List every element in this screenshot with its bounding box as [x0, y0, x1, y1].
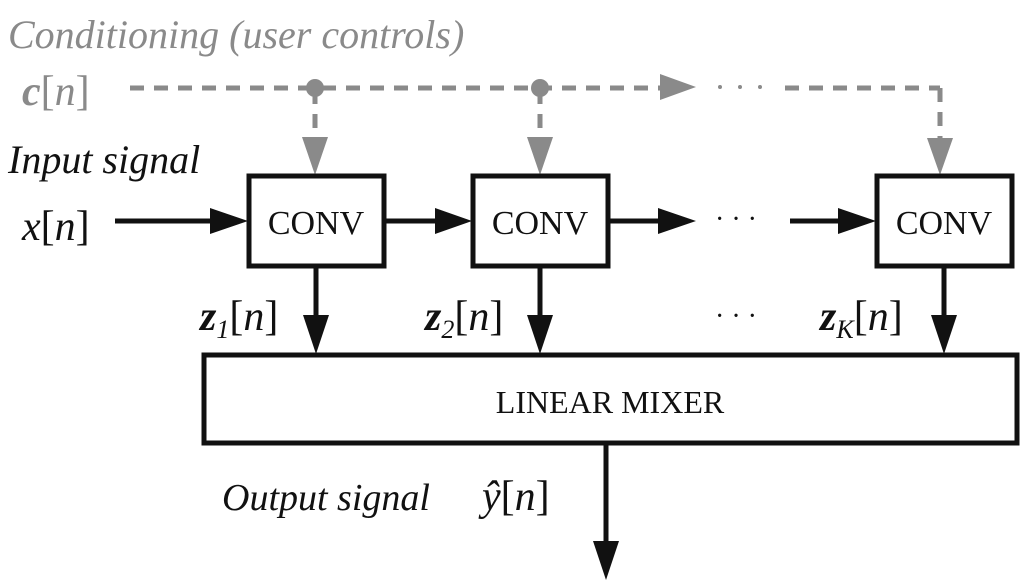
z1-label: z1[n] [198, 294, 278, 344]
z2-close: ] [489, 294, 503, 340]
linear-mixer-label: LINEAR MIXER [496, 384, 725, 420]
conv-block-k: CONV [874, 173, 1015, 269]
output-title: Output signal [222, 477, 430, 519]
conv-output-lines [313, 268, 947, 318]
z2-var: n [468, 294, 489, 340]
linear-mixer-block: LINEAR MIXER [201, 352, 1020, 446]
cond-open: [ [41, 69, 55, 115]
zk-base: z [818, 294, 837, 340]
z1-var: n [243, 294, 264, 340]
arrow-into-conv-k-icon [838, 208, 876, 234]
zk-close: ] [889, 294, 903, 340]
arrow-z2-icon [527, 315, 553, 354]
output-var: n [515, 474, 536, 520]
conditioning-arrow-down-k-icon [927, 138, 953, 175]
z1-open: [ [229, 294, 243, 340]
input-close: ] [76, 204, 90, 250]
outputs-ellipsis: · · · [715, 301, 757, 332]
output-signal-label: ŷ[n] [478, 474, 550, 520]
zk-label: zK[n] [818, 294, 903, 344]
zk-open: [ [854, 294, 868, 340]
zk-sub: K [835, 315, 855, 344]
arrow-into-conv-2-icon [435, 208, 472, 234]
input-signal-label: x[n] [21, 204, 90, 250]
conv-chain-ellipsis: · · · [715, 204, 757, 235]
z2-open: [ [454, 294, 468, 340]
conv-label: CONV [492, 205, 589, 242]
cond-var: n [55, 69, 76, 115]
conv-block-2: CONV [470, 173, 611, 269]
z2-label: z2[n] [423, 294, 503, 344]
conditioning-bus-ellipsis [718, 85, 762, 89]
input-var: n [55, 204, 76, 250]
output-close: ] [536, 474, 550, 520]
conv-block-1: CONV [246, 173, 387, 269]
arrow-to-ellipsis-icon [658, 208, 696, 234]
conditioning-arrow-right-icon [660, 74, 696, 100]
z1-base: z [198, 294, 217, 340]
arrow-z1-icon [303, 315, 329, 354]
junction-dot-1 [306, 79, 324, 97]
cond-base: c [22, 69, 41, 115]
junction-dot-2 [531, 79, 549, 97]
z1-close: ] [264, 294, 278, 340]
conv-label: CONV [268, 205, 365, 242]
output-arrow-icon [593, 541, 619, 580]
input-title: Input signal [7, 137, 200, 182]
conditioning-title: Conditioning (user controls) [8, 12, 464, 57]
zk-var: n [868, 294, 889, 340]
output-open: [ [501, 474, 515, 520]
conditioning-signal-label: c[n] [22, 69, 90, 115]
z2-base: z [423, 294, 442, 340]
arrow-zk-icon [931, 315, 957, 354]
z1-sub: 1 [216, 315, 229, 344]
arrow-into-conv-1-icon [210, 208, 248, 234]
cond-close: ] [76, 69, 90, 115]
conditioning-arrow-down-1-icon [302, 137, 328, 175]
z2-sub: 2 [441, 315, 454, 344]
conv-label: CONV [896, 205, 993, 242]
svg-text:c[n]: c[n] [22, 69, 90, 115]
input-open: [ [41, 204, 55, 250]
output-base: ŷ [478, 474, 501, 520]
conditioning-arrow-down-2-icon [527, 137, 553, 175]
input-base: x [21, 204, 41, 250]
